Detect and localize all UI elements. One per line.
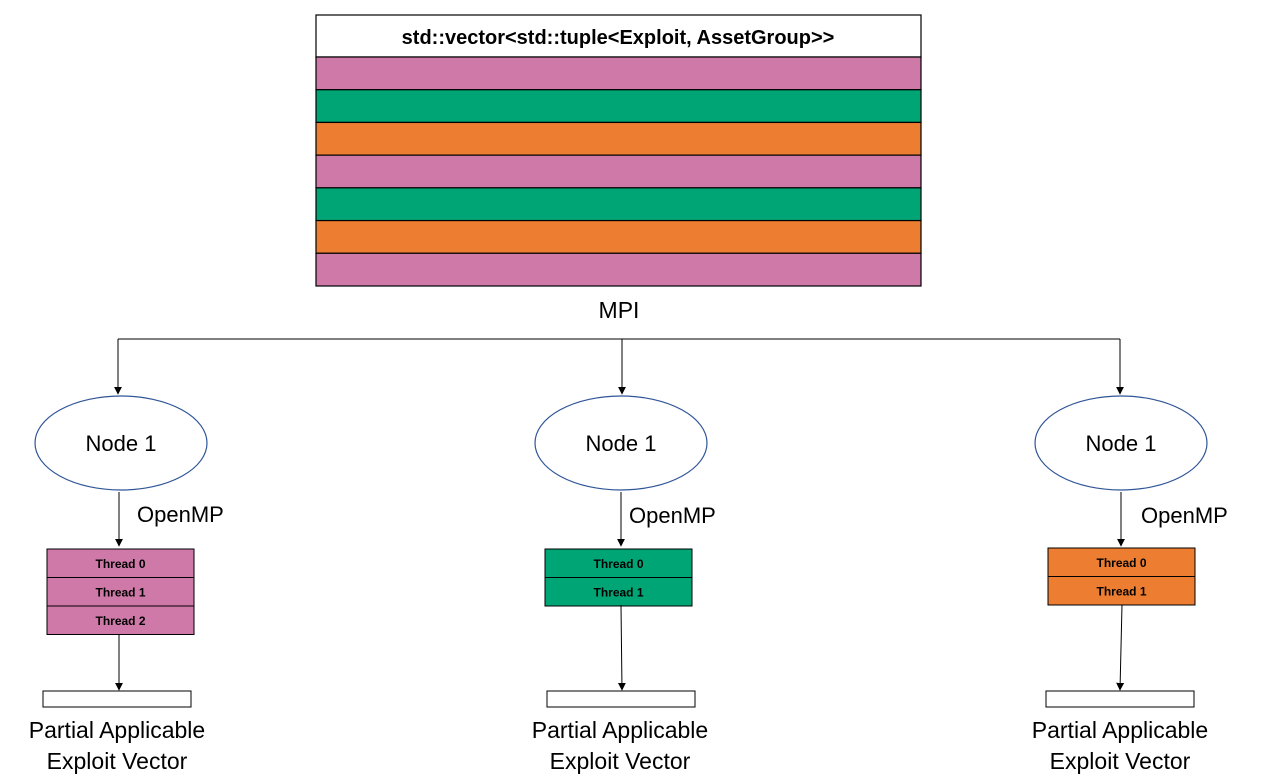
thread-cell	[46, 605, 195, 635]
vector-row	[315, 219, 922, 254]
openmp-label: OpenMP	[137, 502, 224, 527]
thread-cell	[1047, 576, 1196, 606]
thread-label: Thread 0	[95, 557, 145, 571]
mpi-connector	[114, 338, 1124, 395]
output-label-line2: Exploit Vector	[47, 748, 188, 774]
thread-label: Thread 1	[1096, 584, 1146, 598]
thread-label: Thread 1	[593, 585, 643, 599]
output-label-line1: Partial Applicable	[1032, 717, 1208, 743]
vector-title-cell	[315, 14, 922, 58]
output-arrow	[1116, 604, 1125, 691]
vector-row	[315, 187, 922, 222]
node-label: Node 1	[586, 431, 657, 456]
node-label: Node 1	[86, 431, 157, 456]
thread-label: Thread 2	[95, 614, 145, 628]
node-ellipse	[1034, 395, 1208, 491]
output-label-line1: Partial Applicable	[29, 717, 205, 743]
vector-rows	[315, 56, 922, 287]
thread-label: Thread 0	[1096, 556, 1146, 570]
thread-label: Thread 1	[95, 585, 145, 599]
node-column-3: Node 1 OpenMP Thread 0 Thread 1 Partial A…	[1032, 395, 1228, 774]
node-ellipse	[534, 395, 708, 491]
thread-cell	[46, 577, 195, 607]
vector-row	[315, 252, 922, 287]
mpi-label: MPI	[599, 297, 640, 323]
vector-row	[315, 56, 922, 91]
partial-vector-box	[42, 690, 192, 708]
thread-label: Thread 0	[593, 557, 643, 571]
node-column-1: Node 1 OpenMP Thread 0 Thread 1 Thread 2 P…	[29, 395, 224, 774]
thread-stack: Thread 0 Thread 1	[1047, 547, 1196, 606]
openmp-label: OpenMP	[1141, 503, 1228, 528]
vector-row	[315, 89, 922, 124]
output-arrow	[617, 604, 626, 691]
output-label-line1: Partial Applicable	[532, 717, 708, 743]
thread-stack: Thread 0 Thread 1	[544, 548, 693, 607]
node-column-2: Node 1 OpenMP Thread 0 Thread 1 Partial A…	[532, 395, 716, 774]
thread-cell	[544, 577, 693, 607]
node-label: Node 1	[1086, 431, 1157, 456]
thread-cell	[1047, 547, 1196, 577]
output-label-line2: Exploit Vector	[550, 748, 691, 774]
vector-table: std::vector<std::tuple<Exploit, AssetGro…	[315, 14, 922, 287]
partial-vector-box	[546, 690, 696, 708]
output-label-line2: Exploit Vector	[1050, 748, 1191, 774]
vector-title: std::vector<std::tuple<Exploit, AssetGro…	[402, 27, 835, 49]
partial-vector-box	[1045, 690, 1195, 708]
thread-stack: Thread 0 Thread 1 Thread 2	[46, 548, 195, 635]
thread-cell	[544, 548, 693, 578]
vector-row	[315, 121, 922, 156]
vector-row	[315, 154, 922, 189]
node-ellipse	[34, 395, 208, 491]
openmp-label: OpenMP	[629, 503, 716, 528]
